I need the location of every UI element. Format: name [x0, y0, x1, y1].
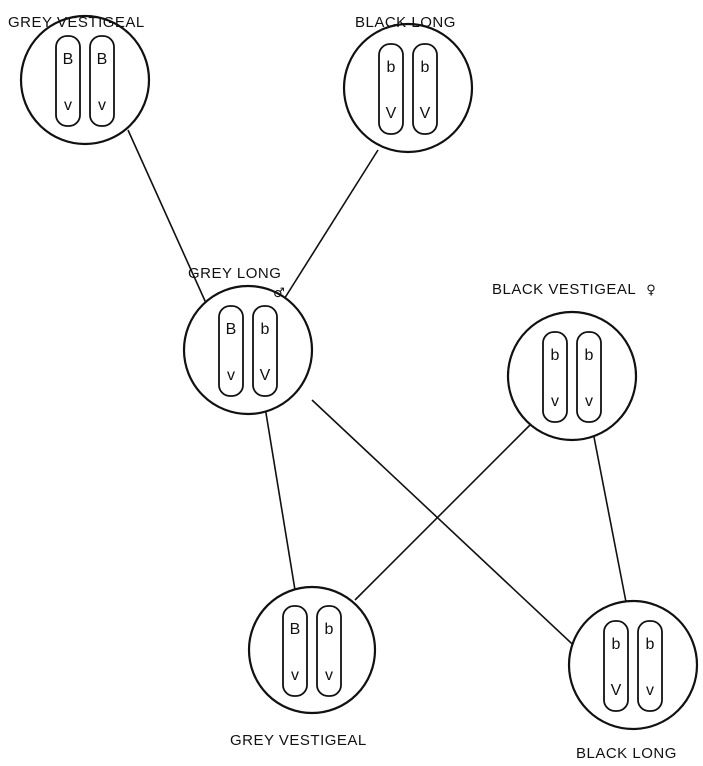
- allele-upper: b: [325, 621, 334, 638]
- allele-lower: V: [260, 367, 271, 384]
- allele-upper: b: [612, 636, 621, 653]
- chromosome: [378, 43, 404, 135]
- individual-p1: Bv Bv GREY VESTIGEAL: [8, 14, 151, 146]
- allele-lower: v: [64, 97, 72, 114]
- allele-upper: b: [646, 636, 655, 653]
- allele-lower: v: [325, 667, 333, 684]
- cell-circle: [247, 585, 377, 715]
- allele-upper: B: [290, 621, 301, 638]
- allele-upper: b: [421, 59, 430, 76]
- allele-upper: B: [63, 51, 74, 68]
- cell-circle: [506, 310, 638, 442]
- phenotype-label: GREY VESTIGEAL: [8, 14, 145, 31]
- allele-upper: b: [261, 321, 270, 338]
- allele-upper: b: [387, 59, 396, 76]
- phenotype-label: BLACK LONG: [576, 745, 677, 762]
- allele-upper: B: [97, 51, 108, 68]
- cell-circle: [19, 14, 151, 146]
- link-female-to-o2: [593, 436, 627, 603]
- allele-lower: V: [386, 105, 397, 122]
- allele-lower: v: [98, 97, 106, 114]
- allele-lower: V: [611, 682, 622, 699]
- chromosome: [252, 305, 278, 397]
- cell-circle: [342, 22, 474, 154]
- allele-lower: v: [585, 393, 593, 410]
- cell-circle: [182, 284, 314, 416]
- chromosome: [282, 605, 308, 697]
- chromosome: [412, 43, 438, 135]
- link-f1-to-o1: [264, 406, 296, 591]
- chromosome: [218, 305, 244, 397]
- allele-upper: b: [585, 347, 594, 364]
- female-symbol-icon: ♀: [646, 283, 656, 298]
- chromosome: [576, 331, 602, 423]
- allele-upper: b: [551, 347, 560, 364]
- allele-upper: B: [226, 321, 237, 338]
- chromosome: [637, 620, 663, 712]
- phenotype-label: GREY LONG: [188, 265, 281, 282]
- male-symbol-icon: ♂: [273, 286, 285, 301]
- individual-f1: Bv bV GREY LONG ♂: [182, 265, 314, 416]
- link-female-to-o1: [354, 424, 531, 601]
- individual-female: b v b v BLACK VESTIGEAL ♀: [492, 281, 656, 442]
- allele-lower: v: [291, 667, 299, 684]
- chromosome: [603, 620, 629, 712]
- phenotype-label: BLACK LONG: [355, 14, 456, 31]
- chromosome: [89, 35, 115, 127]
- allele-lower: v: [646, 682, 654, 699]
- allele-lower: V: [420, 105, 431, 122]
- allele-lower: v: [551, 393, 559, 410]
- phenotype-label: BLACK VESTIGEAL: [492, 281, 636, 298]
- phenotype-label: GREY VESTIGEAL: [230, 732, 367, 749]
- chromosome: [542, 331, 568, 423]
- cell-circle: [567, 599, 699, 731]
- links-layer: [127, 129, 627, 657]
- allele-lower: v: [227, 367, 235, 384]
- link-p1-to-f1: [127, 129, 211, 313]
- chromosome: [316, 605, 342, 697]
- chromosome: [55, 35, 81, 127]
- link-p2-to-f1: [275, 149, 379, 313]
- link-f1-to-o2: [311, 399, 586, 657]
